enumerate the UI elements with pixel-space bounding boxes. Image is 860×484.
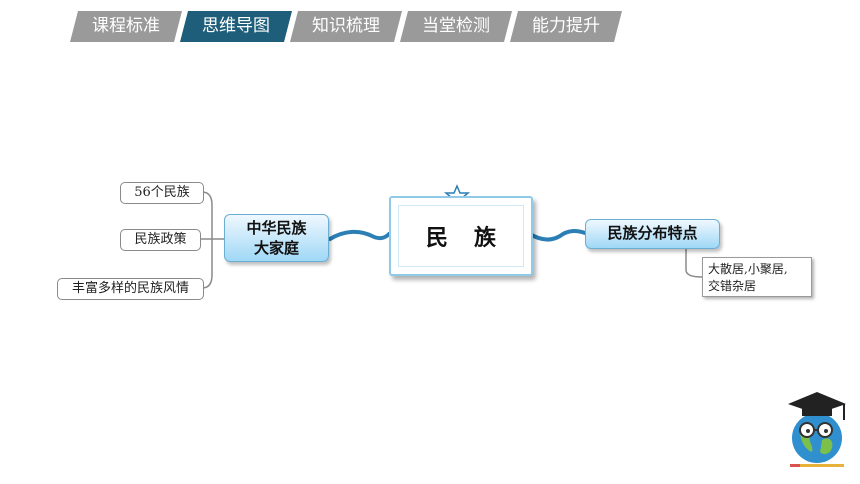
graduation-globe-icon bbox=[788, 392, 846, 467]
hub-distribution-features: 民族分布特点 bbox=[585, 219, 720, 249]
leaf-ethnic-customs: 丰富多样的民族风情 bbox=[57, 278, 204, 300]
top-tab-bar: 课程标准 思维导图 知识梳理 当堂检测 能力提升 bbox=[70, 11, 630, 42]
left-branch-connector bbox=[328, 229, 391, 241]
hub-line: 大家庭 bbox=[253, 239, 299, 257]
tab-knowledge-review[interactable]: 知识梳理 bbox=[290, 11, 402, 42]
bracket-connector bbox=[201, 191, 213, 289]
leaf-ethnic-policy: 民族政策 bbox=[120, 229, 201, 251]
center-node: 民族 bbox=[389, 196, 533, 276]
hub-chinese-nation-family: 中华民族 大家庭 bbox=[224, 214, 329, 262]
tab-mind-map[interactable]: 思维导图 bbox=[180, 11, 292, 42]
distribution-note: 大散居,小聚居, 交错杂居 bbox=[702, 257, 812, 297]
leaf-56-ethnic-groups: 56个民族 bbox=[120, 182, 204, 204]
hub-line: 中华民族 bbox=[246, 219, 307, 237]
tab-ability-improvement[interactable]: 能力提升 bbox=[510, 11, 622, 42]
tab-course-standard[interactable]: 课程标准 bbox=[70, 11, 182, 42]
note-line: 交错杂居 bbox=[708, 279, 757, 293]
right-branch-connector bbox=[528, 229, 587, 242]
tab-class-test[interactable]: 当堂检测 bbox=[400, 11, 512, 42]
note-line: 大散居,小聚居, bbox=[708, 262, 788, 276]
note-connector bbox=[685, 245, 703, 278]
center-title: 民族 bbox=[425, 225, 522, 251]
center-inner-frame bbox=[398, 205, 524, 267]
